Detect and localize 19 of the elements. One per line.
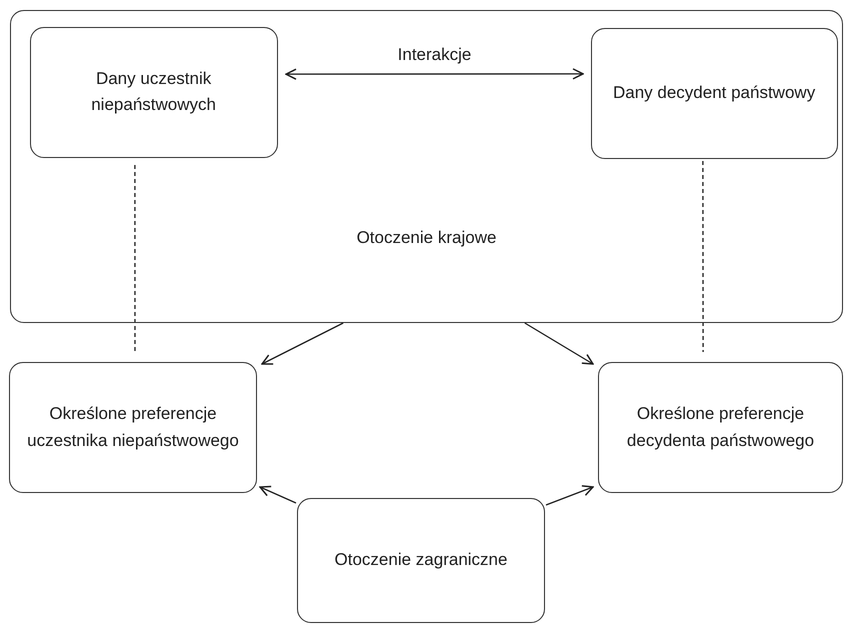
node-label: Otoczenie zagraniczne bbox=[334, 549, 508, 572]
connector-line bbox=[702, 161, 704, 352]
arrow bbox=[546, 485, 594, 506]
arrow bbox=[259, 486, 296, 504]
node-label: Określone preferencje uczestnika niepaństwowego bbox=[26, 403, 240, 452]
arrow bbox=[524, 322, 594, 365]
process-box bbox=[590, 28, 838, 159]
node-label: Otoczenie krajowe bbox=[356, 227, 498, 249]
arrow bbox=[285, 68, 584, 80]
connector-line bbox=[134, 165, 136, 352]
node-label: Dany uczestnik niepaństwowych bbox=[90, 68, 217, 116]
node-label: Określone preferencje decydenta państwowego bbox=[626, 403, 816, 452]
group-box bbox=[10, 10, 843, 323]
process-box bbox=[297, 498, 545, 623]
process-box bbox=[9, 362, 257, 493]
process-box bbox=[30, 26, 278, 158]
node-label: Dany decydent państwowy bbox=[612, 82, 816, 104]
arrow bbox=[261, 322, 344, 365]
process-box bbox=[598, 362, 843, 493]
